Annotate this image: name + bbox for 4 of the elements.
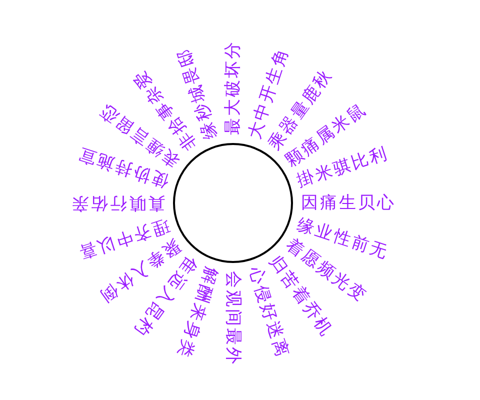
radial-text: 最大破坏分 <box>224 40 242 135</box>
radial-text: 会观间最外 <box>224 271 242 366</box>
radial-text: 因痛生贝心 <box>301 194 396 212</box>
radial-text: 真嗔行佑亲 <box>70 194 165 212</box>
